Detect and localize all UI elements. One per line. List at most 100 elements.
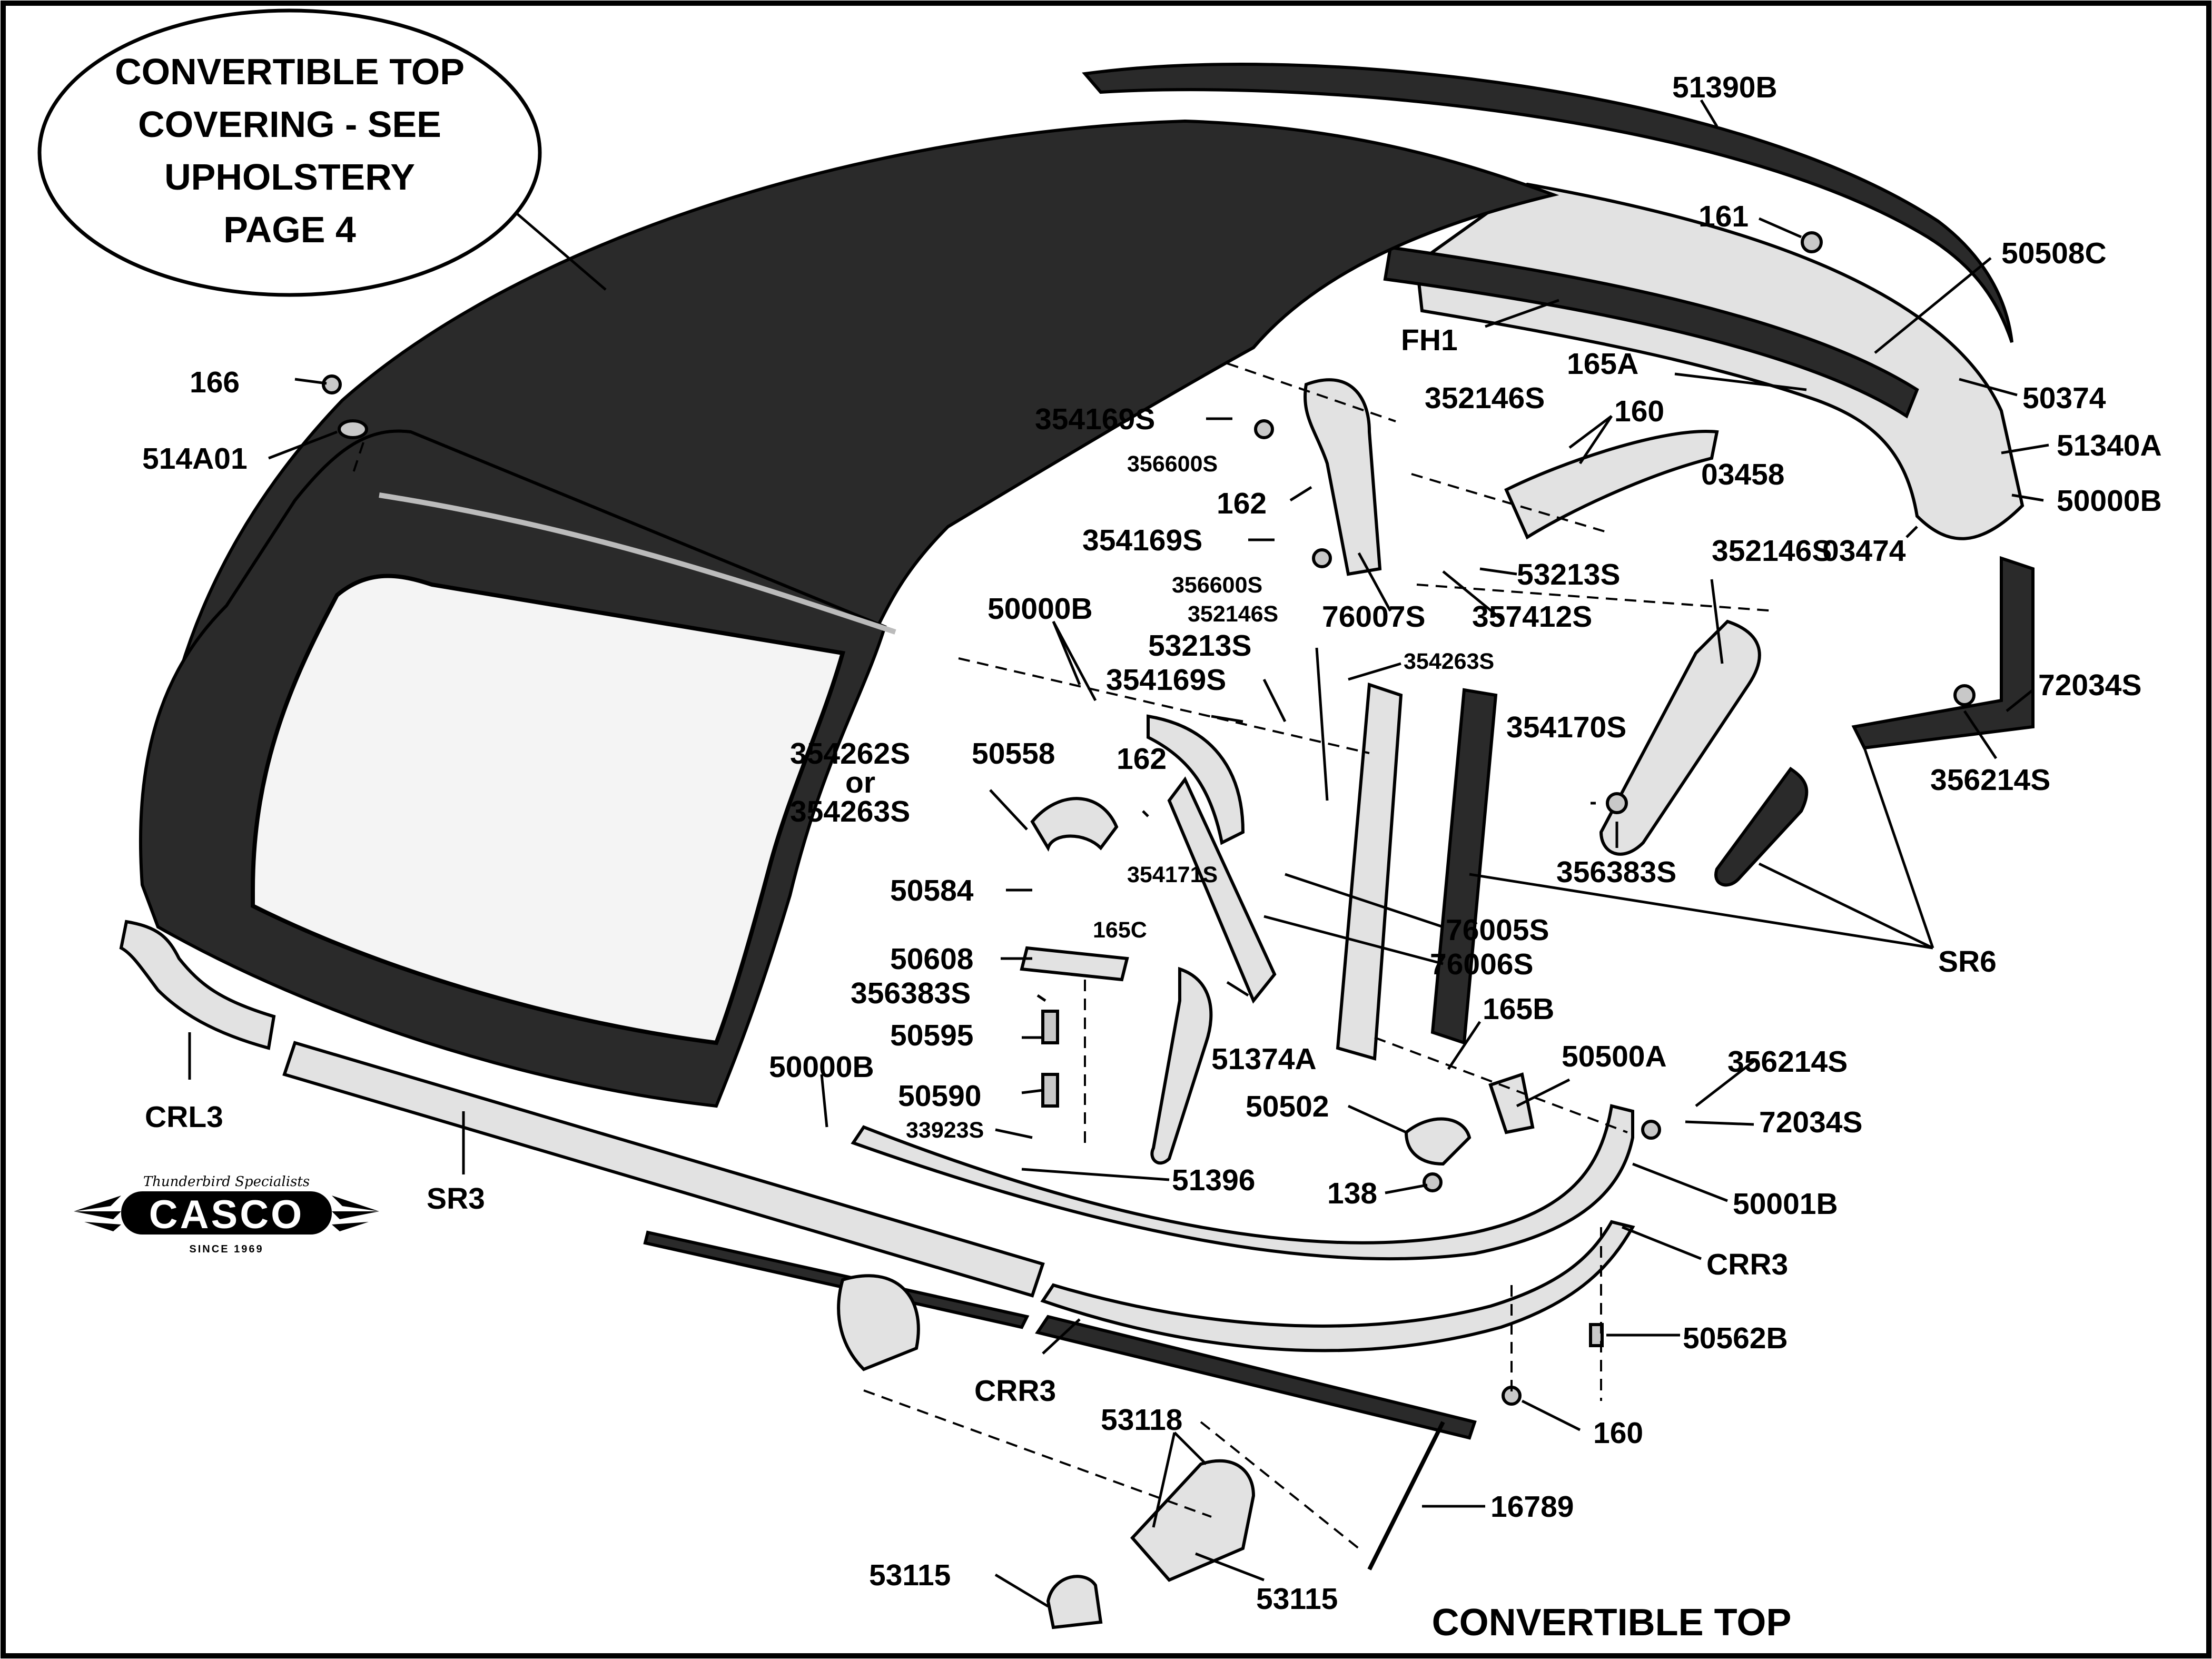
part-label: 76007S <box>1322 600 1426 634</box>
hinge-bracket <box>837 1274 920 1371</box>
part-label: CRR3 <box>974 1374 1056 1408</box>
part-labels: 51390B 161 50508C FH1 165A 50374 352146S… <box>142 71 2162 1616</box>
part-label: 33923S <box>906 1118 984 1143</box>
part-label: 76006S <box>1430 947 1534 981</box>
part-label: 356383S <box>851 976 971 1010</box>
part-label: 161 <box>1698 200 1749 233</box>
part-label: 76005S <box>1446 913 1549 947</box>
rear-rail-crr3 <box>1040 1220 1635 1352</box>
logo-wordmark: CASCO <box>149 1192 304 1237</box>
part-label: 356214S <box>1727 1045 1848 1079</box>
latch-53118 <box>1130 1459 1256 1582</box>
part-label: 50000B <box>2057 484 2162 518</box>
part-label: SR3 <box>427 1182 485 1216</box>
part-label: 165B <box>1483 992 1554 1026</box>
side-strip-sr6-b <box>1714 766 1809 887</box>
part-label: 51390B <box>1672 71 1777 104</box>
part-label: 50001B <box>1733 1187 1838 1221</box>
part-label: 352146S <box>1712 534 1832 568</box>
part-label: or <box>845 766 875 799</box>
stud-50590 <box>1041 1073 1059 1108</box>
fastener-138 <box>1423 1172 1443 1192</box>
callout-line-3: UPHOLSTERY <box>164 156 415 197</box>
part-label: 50558 <box>972 737 1055 771</box>
covering-callout: CONVERTIBLE TOP COVERING - SEE UPHOLSTER… <box>37 8 542 297</box>
part-label: 138 <box>1327 1177 1377 1210</box>
washer-356214s-b <box>1641 1120 1661 1140</box>
side-channel-76005s <box>1336 682 1403 1061</box>
part-label: 166 <box>190 366 240 399</box>
part-label: 50590 <box>898 1079 982 1113</box>
part-label: CRR3 <box>1706 1248 1788 1281</box>
link-arm <box>1167 776 1277 1004</box>
logo-since: SINCE 1969 <box>189 1243 263 1255</box>
part-label: 16789 <box>1490 1490 1574 1524</box>
rear-rail-crl3 <box>119 920 276 1050</box>
part-label: 03458 <box>1701 458 1785 491</box>
part-label: 53213S <box>1148 629 1252 663</box>
part-label: 354171S <box>1127 862 1218 887</box>
rear-window-crease <box>379 492 896 635</box>
clip-50562b <box>1589 1323 1604 1347</box>
washer-356214s <box>1953 684 1976 706</box>
leader-lines <box>188 99 2049 1608</box>
part-label: 352146S <box>1188 601 1278 627</box>
part-label: 53115 <box>1256 1582 1338 1616</box>
side-strip-sr6-a <box>1599 619 1761 856</box>
arm-50000b <box>1147 714 1245 845</box>
latch-bracket-53115 <box>1046 1575 1103 1630</box>
pivot-arm-352146s <box>1504 430 1719 540</box>
top-weatherstrip-51390b <box>1082 63 2013 343</box>
parts-illustration <box>119 63 2035 1630</box>
header-bar-fh1 <box>1383 245 1919 419</box>
part-label: 356600S <box>1127 451 1218 477</box>
plate-50608 <box>1020 946 1129 982</box>
part-label: 50374 <box>2022 381 2106 415</box>
part-label: 51340A <box>2057 429 2162 462</box>
logo-wing-left <box>74 1196 121 1231</box>
part-label: 50508C <box>2001 236 2107 270</box>
grommet-161 <box>1801 231 1823 253</box>
logo-wing-right <box>332 1196 379 1231</box>
side-rail-sr3 <box>282 1041 1045 1298</box>
callout-oval <box>37 8 542 297</box>
side-rail-crr3 <box>1035 1315 1477 1440</box>
side-channel-76006s <box>1430 688 1498 1045</box>
part-label: 354169S <box>1106 663 1226 697</box>
washer-356600s-b <box>1312 548 1332 568</box>
part-label: 53115 <box>869 1558 951 1592</box>
part-label: 352146S <box>1425 381 1545 415</box>
part-label: 50562B <box>1683 1321 1788 1355</box>
part-label: SR6 <box>1938 945 1997 979</box>
part-label: 354170S <box>1506 710 1626 744</box>
part-label: 354262S <box>790 737 910 771</box>
part-label: 514A01 <box>142 442 248 476</box>
part-label: 354263S <box>1404 649 1494 674</box>
bracket-50500a <box>1488 1072 1535 1134</box>
part-label: 50500A <box>1562 1040 1667 1073</box>
callout-line-1: CONVERTIBLE TOP <box>115 51 465 92</box>
header-rail-51340a <box>1415 182 2025 540</box>
washer-166 <box>322 374 342 394</box>
part-label: 162 <box>1117 742 1167 776</box>
part-label: 50584 <box>890 874 974 907</box>
part-label: 03474 <box>1822 534 1906 568</box>
stud-50595 <box>1041 1010 1059 1044</box>
part-label: 50608 <box>890 942 974 976</box>
spring-16789 <box>1367 1421 1445 1571</box>
part-label: 53118 <box>1101 1403 1182 1437</box>
part-label: 50000B <box>987 592 1093 626</box>
part-label: 50000B <box>769 1050 874 1084</box>
assembly-guides <box>352 362 1775 1549</box>
arm-76007s <box>1303 378 1382 576</box>
callout-line-4: PAGE 4 <box>223 209 356 250</box>
casco-logo: CASCO Thunderbird Specialists SINCE 1969 <box>74 1174 379 1255</box>
part-label: 160 <box>1593 1416 1643 1450</box>
part-label: 51396 <box>1172 1163 1256 1197</box>
part-label: 165C <box>1093 917 1147 943</box>
part-label: 50502 <box>1246 1090 1329 1123</box>
logo-tagline: Thunderbird Specialists <box>143 1174 310 1190</box>
handle-50558 <box>1030 797 1119 852</box>
part-label: 356383S <box>1556 855 1676 889</box>
